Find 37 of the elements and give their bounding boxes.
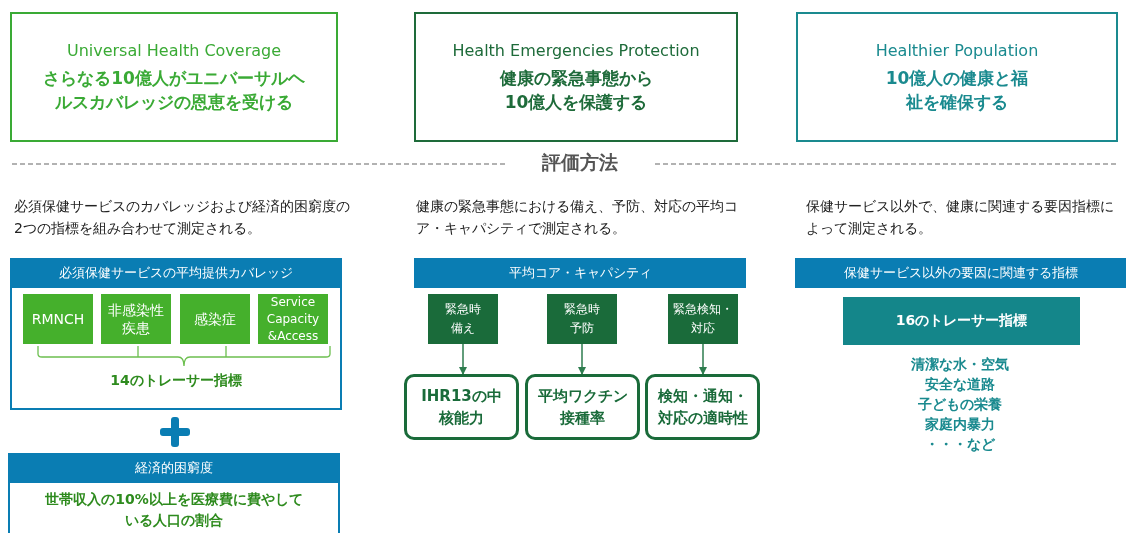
summary-text: 14のトレーサー指標 (109, 372, 243, 390)
indicator-box: IHR13の中核能力 (404, 374, 519, 440)
arrow (578, 343, 586, 375)
category-box: 感染症 (180, 294, 250, 344)
category-box: 緊急検知・対応 (668, 294, 738, 344)
goal-text: 健康の緊急事態から10億人を保護する (498, 66, 654, 114)
category-box: 緊急時備え (428, 294, 498, 344)
goal-box (796, 12, 1118, 142)
indicator-box: 16のトレーサー指標 (843, 297, 1080, 345)
description-text: 必須保健サービスのカバレッジおよび経済的困窮度の2つの指標を組み合わせて測定される。 (14, 197, 351, 238)
factor-text: 安全な道路 (924, 375, 996, 394)
goal-text: さらなる10億人がユニバーサルヘルスカバレッジの恩恵を受ける (42, 66, 306, 114)
goal-title: Healthier Population (875, 40, 1039, 60)
category-box: 緊急時予防 (547, 294, 617, 344)
description-text: 健康の緊急事態における備え、予防、対応の平均コア・キャパシティで測定される。 (416, 197, 739, 238)
factor-text: ・・・など (924, 435, 996, 454)
factor-text: 子どもの栄養 (917, 395, 1003, 414)
goal-box (10, 12, 338, 142)
goal-title: Universal Health Coverage (66, 40, 282, 60)
header-band: 保健サービス以外の要因に関連する指標 (795, 258, 1126, 288)
category-box: Service Capacity &Access (258, 294, 328, 344)
indicator-box: 平均ワクチン接種率 (525, 374, 640, 440)
description-text: 保健サービス以外で、健康に関連する要因指標によって測定される。 (806, 197, 1115, 238)
header-band: 経済的困窮度 (8, 453, 340, 483)
arrow (459, 343, 467, 375)
goal-box (414, 12, 738, 142)
category-box: RMNCH (23, 294, 93, 344)
header-band: 必須保健サービスの平均提供カバレッジ (10, 258, 342, 288)
header-band: 平均コア・キャパシティ (414, 258, 746, 288)
indicator-text: 世帯収入の10%以上を医療費に費やしている人口の割合 (44, 490, 304, 530)
arrow (699, 343, 707, 375)
indicator-box: 検知・通知・対応の適時性 (645, 374, 760, 440)
factor-text: 家庭内暴力 (924, 415, 996, 434)
goal-text: 10億人の健康と福祉を確保する (884, 66, 1030, 114)
goal-title: Health Emergencies Protection (452, 40, 700, 60)
factor-text: 清潔な水・空気 (910, 355, 1010, 374)
category-box: 非感染性疾患 (101, 294, 171, 344)
